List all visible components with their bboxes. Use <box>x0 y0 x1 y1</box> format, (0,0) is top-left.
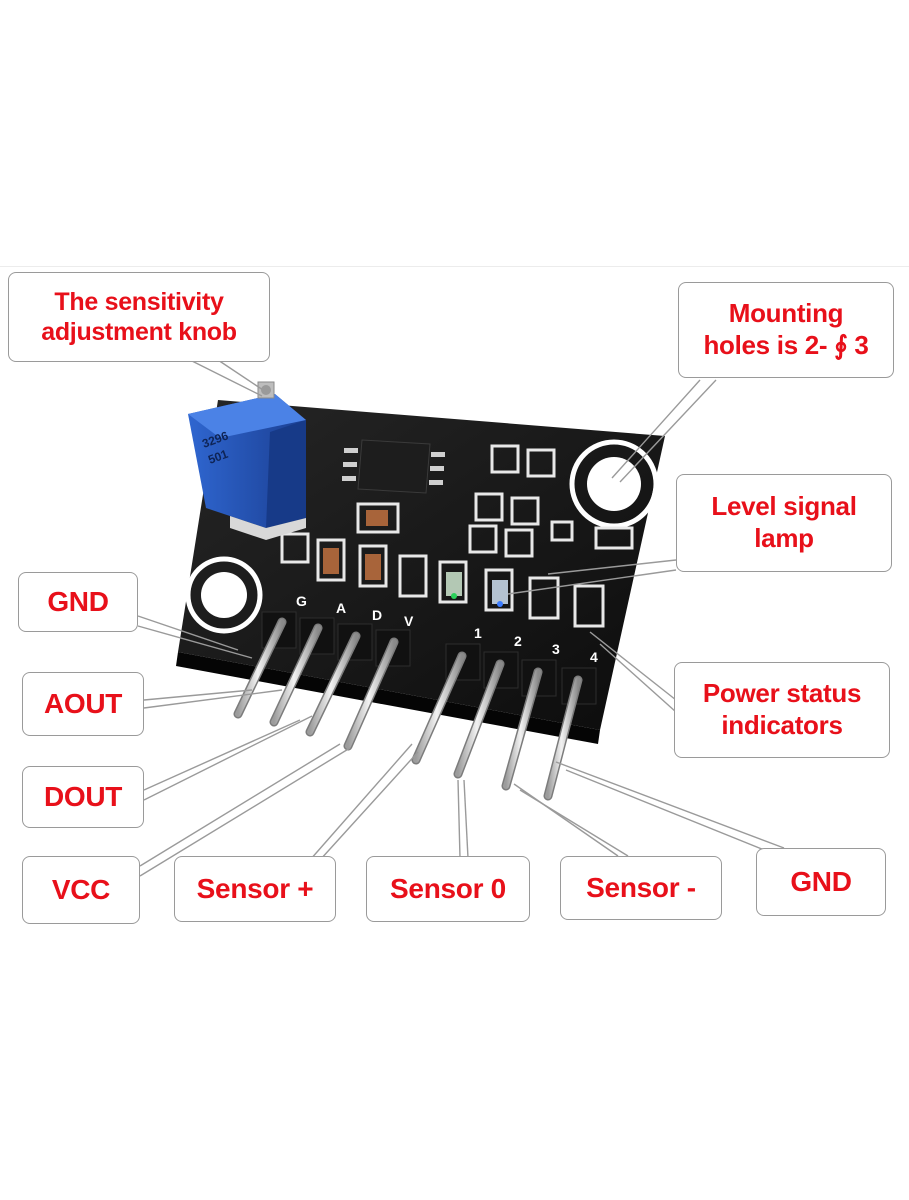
silk-label-v: V <box>404 613 414 629</box>
label-sensor-minus: Sensor - <box>560 856 722 920</box>
header-base <box>261 611 597 705</box>
label-dout: DOUT <box>22 766 144 828</box>
label-gnd-right: GND <box>756 848 886 916</box>
label-sensor-plus: Sensor + <box>174 856 336 922</box>
label-vcc: VCC <box>22 856 140 924</box>
silk-label-g: G <box>296 593 307 609</box>
top-divider <box>0 266 909 267</box>
capacitors <box>323 510 388 580</box>
mounting-hole-icon <box>185 556 263 634</box>
header-pin-icon <box>233 617 583 801</box>
label-mounting-holes-line1: Mounting <box>728 298 844 329</box>
led-icon <box>446 572 508 607</box>
label-sensor-zero: Sensor 0 <box>366 856 530 922</box>
silk-label-2: 2 <box>514 633 522 649</box>
silk-label-d: D <box>372 607 382 623</box>
label-mounting-holes-line2: holes is 2- ∮ 3 <box>703 330 869 360</box>
label-power-status-line2: indicators <box>721 710 843 740</box>
label-level-signal-lamp-line2: lamp <box>754 523 814 553</box>
silk-label-3: 3 <box>552 641 560 657</box>
label-power-status-line1: Power status <box>702 678 862 709</box>
smd-components <box>280 444 634 628</box>
potentiometer-icon: 3296 501 <box>188 381 306 540</box>
label-sensitivity-knob-line1: The sensitivity <box>54 287 224 316</box>
pot-marking-2: 501 <box>206 447 230 467</box>
silk-label-1: 1 <box>474 625 482 641</box>
silk-label-4: 4 <box>590 649 598 665</box>
leader-lines <box>137 359 785 877</box>
label-gnd-left: GND <box>18 572 138 632</box>
label-aout: AOUT <box>22 672 144 736</box>
label-level-signal-lamp-line1: Level signal <box>711 491 857 522</box>
mounting-hole-icon <box>569 439 659 529</box>
label-sensitivity-knob-line2: adjustment knob <box>41 318 237 346</box>
silk-label-a: A <box>336 600 346 616</box>
chip-icon <box>342 439 445 494</box>
